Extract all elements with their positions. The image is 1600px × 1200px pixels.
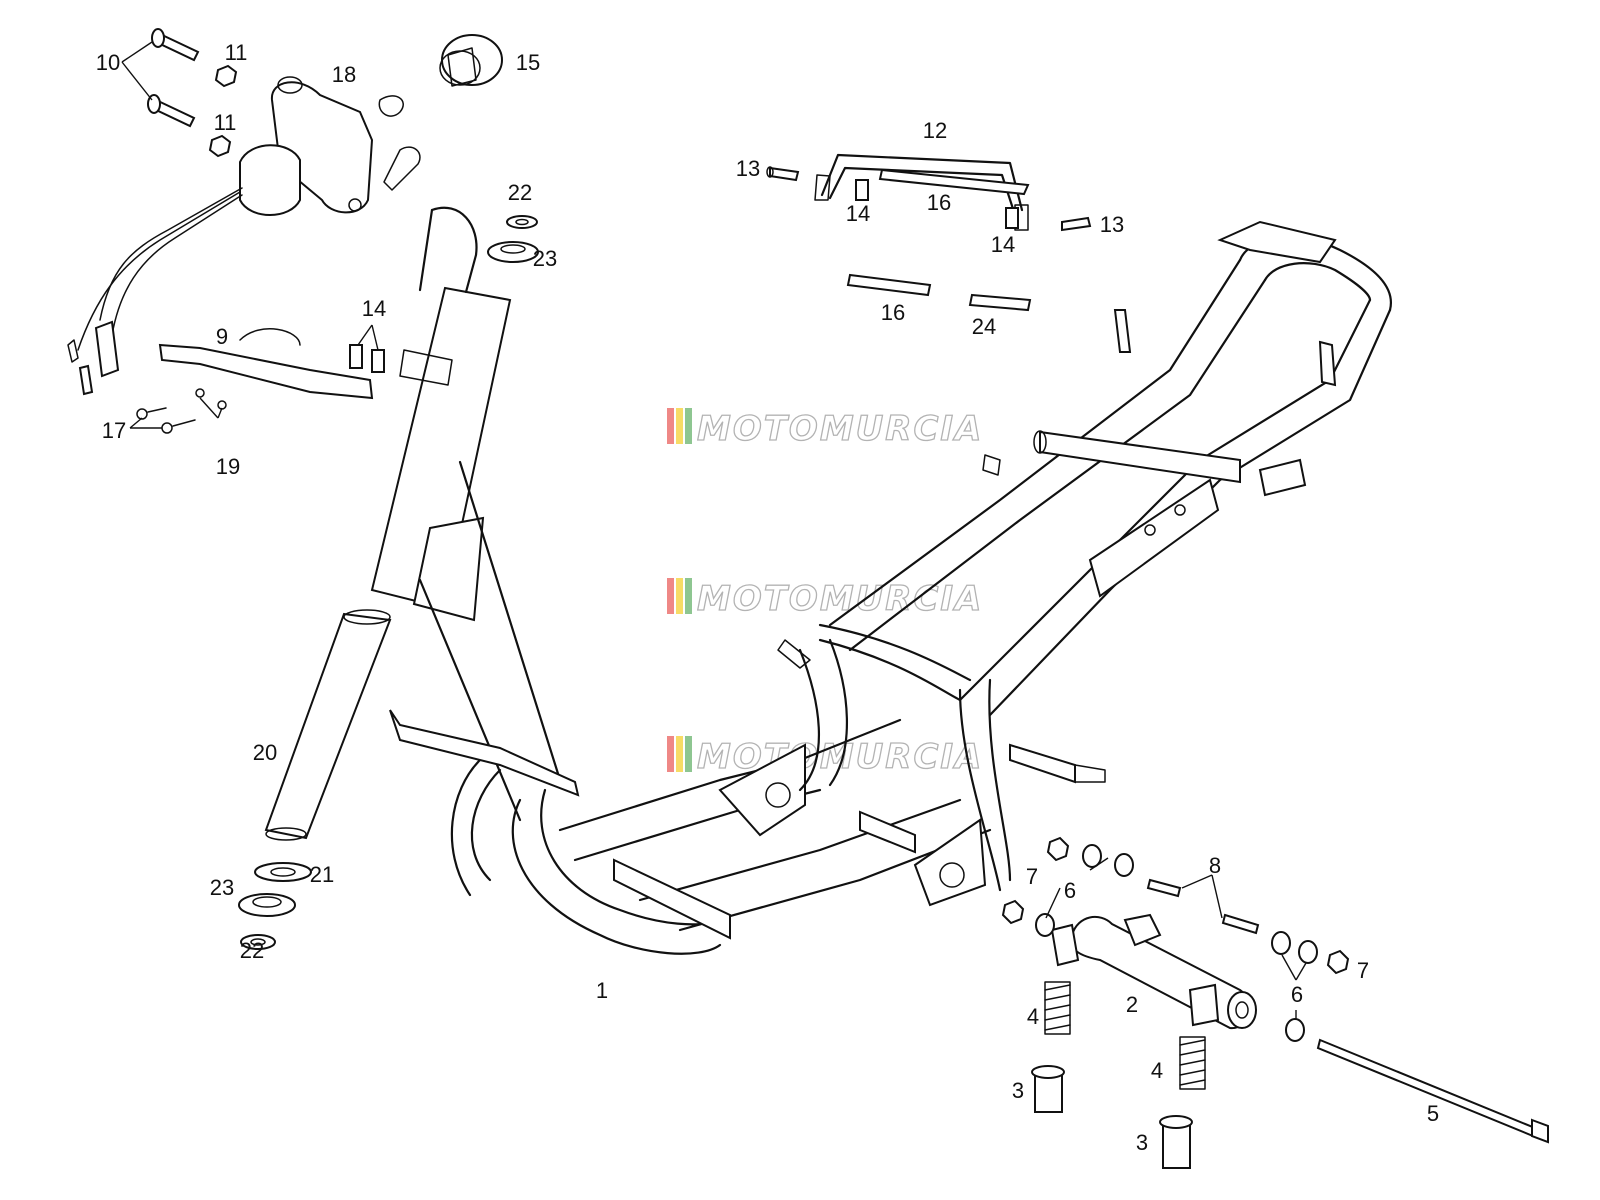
label-part-14a: 14 (362, 296, 386, 321)
bolts-part-10 (147, 28, 200, 128)
label-part-6a: 6 (1064, 878, 1076, 903)
label-part-13a: 13 (736, 156, 760, 181)
label-part-21: 21 (310, 862, 334, 887)
label-part-11b: 11 (214, 110, 237, 135)
watermark-3: MOTOMURCIA (667, 736, 982, 778)
washers-nuts-bolts (1001, 836, 1350, 1042)
label-part-11a: 11 (225, 40, 248, 65)
fork-tube-part-20 (264, 609, 392, 841)
top-bracket-part-12 (766, 153, 1092, 312)
label-part-9: 9 (216, 324, 228, 349)
lock-cylinder-part-15 (439, 34, 503, 87)
label-part-7a: 7 (1026, 864, 1038, 889)
label-part-14c: 14 (991, 232, 1015, 257)
lower-bearings (238, 862, 312, 950)
label-part-16b: 16 (881, 300, 905, 325)
long-bolt-part-5 (1316, 1038, 1549, 1144)
label-part-16a: 16 (927, 190, 951, 215)
label-part-6b: 6 (1291, 982, 1303, 1007)
bracket-part-9 (136, 328, 385, 434)
nuts-part-11 (208, 64, 238, 158)
leader-lines (121, 41, 1307, 1020)
label-part-7b: 7 (1357, 958, 1369, 983)
label-part-4b: 4 (1151, 1058, 1163, 1083)
watermark-text: MOTOMURCIA (697, 409, 983, 449)
label-part-12: 12 (923, 118, 947, 143)
label-part-23a: 23 (533, 246, 557, 271)
label-part-15: 15 (516, 50, 540, 75)
frame-part-1 (370, 206, 1392, 955)
label-part-8: 8 (1209, 853, 1221, 878)
label-part-5: 5 (1427, 1101, 1439, 1126)
label-part-19: 19 (216, 454, 240, 479)
label-part-18: 18 (332, 62, 356, 87)
bushings-part-3 (1031, 1065, 1193, 1169)
label-part-3a: 3 (1012, 1078, 1024, 1103)
upper-bearings (487, 215, 539, 263)
stand-bracket-part-2 (1050, 913, 1257, 1030)
label-part-22a: 22 (508, 180, 532, 205)
label-part-14b: 14 (846, 201, 870, 226)
label-part-22b: 22 (240, 938, 264, 963)
springs-part-4 (1044, 981, 1206, 1090)
watermark-text: MOTOMURCIA (697, 579, 983, 619)
label-part-4a: 4 (1027, 1004, 1039, 1029)
label-part-1: 1 (596, 978, 608, 1003)
label-part-13b: 13 (1100, 212, 1124, 237)
label-part-20: 20 (253, 740, 277, 765)
label-part-24: 24 (972, 314, 996, 339)
label-part-17: 17 (102, 418, 126, 443)
label-part-3b: 3 (1136, 1130, 1148, 1155)
label-part-10: 10 (96, 50, 120, 75)
part-labels: 1 2 3 3 4 4 5 6 6 7 7 8 9 10 11 11 12 13… (96, 40, 1439, 1155)
label-part-23b: 23 (210, 875, 234, 900)
watermark-1: MOTOMURCIA (667, 408, 983, 450)
label-part-2: 2 (1126, 992, 1138, 1017)
ignition-lock-part-18 (67, 76, 421, 396)
